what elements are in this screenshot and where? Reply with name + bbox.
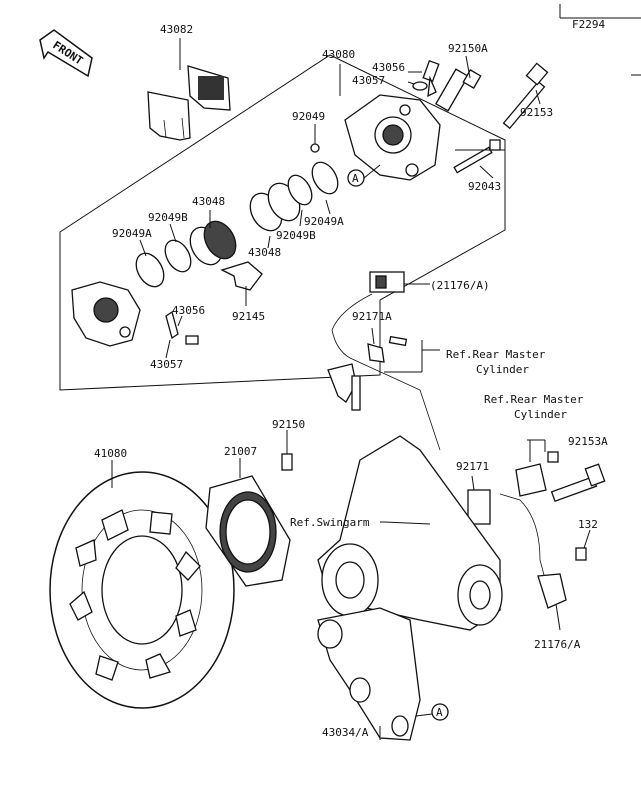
caliper-half [71,281,141,347]
ring-b-left [164,239,192,273]
bleeder-valve [422,59,440,98]
label-ref-rear-master-1-line1: Ref.Rear Master [446,348,546,361]
front-arrow-icon: FRONT [39,29,93,78]
label-92153: 92153 [520,106,553,119]
bleeder-cap [412,81,428,91]
label-43080: 43080 [322,48,355,61]
label-92145: 92145 [232,310,265,323]
ring-a-right [311,161,339,195]
caliper-pin [435,68,482,112]
sensor-wire [331,293,441,451]
figure-code-text: F2294 [572,18,605,31]
ring-a-left [135,252,165,288]
caliper-bolt [502,62,549,130]
figure-code: F2294 [559,4,641,76]
label-92171A: 92171A [352,310,392,323]
label-ref-rear-master-2-line1: Ref.Rear Master [484,393,584,406]
master-cylinder-bracket [515,451,559,497]
bolt-92153A [550,463,606,503]
label-92049: 92049 [292,110,325,123]
label-92049B-b: 92049B [276,229,316,242]
label-43056-bot: 43056 [172,304,205,317]
brake-disc [49,471,235,709]
ring-b-right [287,174,313,206]
label-92150: 92150 [272,418,305,431]
connector [369,271,405,293]
part-labels: 43082 43080 43056 43057 92150A 92153 920… [94,23,608,739]
callout-a-top-label: A [352,172,359,185]
label-ref-swingarm: Ref.Swingarm [290,516,370,529]
label-43034A: 43034/A [322,726,369,739]
piston-left [189,220,237,266]
label-92171: 92171 [456,460,489,473]
caliper-bracket [317,607,421,741]
clamp-bolt [388,335,408,347]
rear-hose [499,493,549,591]
front-sensor [327,363,361,411]
slide-pin [453,139,501,174]
rear-sensor [537,547,587,609]
label-132: 132 [578,518,598,531]
caliper-body [344,94,441,181]
brake-pads [147,65,231,141]
callout-a-bottom-label: A [436,706,443,719]
sensor-rotor [205,475,291,587]
wire-clamp [367,343,385,363]
pad-spring [220,261,263,291]
label-43057-bot: 43057 [150,358,183,371]
label-92153A: 92153A [568,435,608,448]
bleeder-valve-bottom [165,310,199,345]
disc-bolt-92150 [281,453,293,471]
label-21176A-top: (21176/A) [430,279,490,292]
seal-small [310,143,320,153]
caliper-assembly-outline [59,54,506,391]
label-21007: 21007 [224,445,257,458]
label-43048-a: 43048 [192,195,225,208]
hose-clamp-92171 [467,489,491,525]
label-ref-rear-master-1-line2: Cylinder [476,363,529,376]
label-92049A-a: 92049A [112,227,152,240]
label-92150A: 92150A [448,42,488,55]
callout-a-bottom [431,703,449,721]
label-43082: 43082 [160,23,193,36]
swingarm [317,435,503,631]
label-21176A-bot: 21176/A [534,638,581,651]
label-ref-rear-master-2-line2: Cylinder [514,408,567,421]
label-92049B-a: 92049B [148,211,188,224]
label-92043: 92043 [468,180,501,193]
label-41080: 41080 [94,447,127,460]
label-43057-top: 43057 [352,74,385,87]
label-43048-b: 43048 [248,246,281,259]
label-92049A-b: 92049A [304,215,344,228]
label-43056-top: 43056 [372,61,405,74]
